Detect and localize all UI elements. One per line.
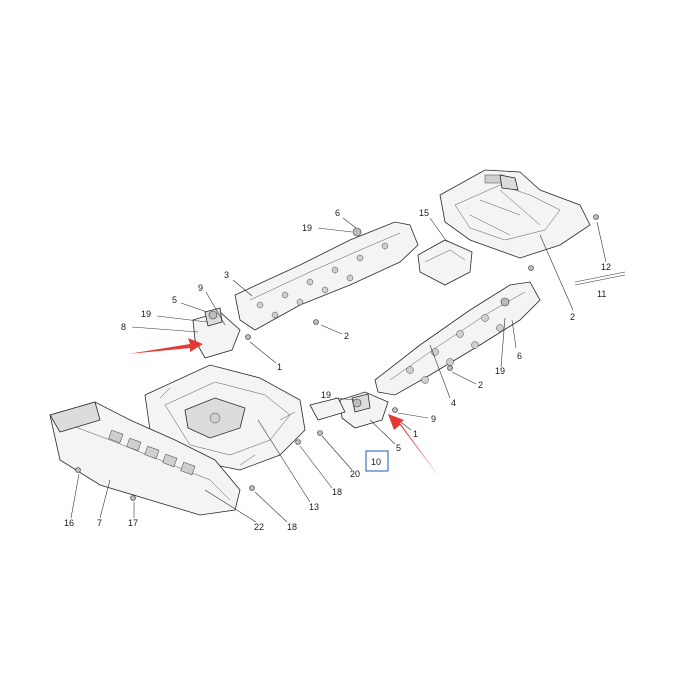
callout-19: 19 (302, 223, 312, 233)
rod-11 (574, 271, 626, 286)
callout-6: 6 (335, 208, 340, 218)
callout-5-b: 5 (396, 443, 401, 453)
callout-20: 20 (350, 469, 360, 479)
front-bumper-shield (49, 401, 241, 516)
right-rail-shield (374, 281, 541, 396)
callout-22: 22 (254, 522, 264, 532)
callout-1-a: 1 (277, 362, 282, 372)
bracket-15 (417, 239, 473, 286)
callout-7: 7 (97, 518, 102, 528)
callout-2-b: 2 (570, 312, 575, 322)
callout-4: 4 (451, 398, 456, 408)
left-bracket (192, 307, 241, 359)
callout-3: 3 (224, 270, 229, 280)
callout-12: 12 (601, 262, 611, 272)
callout-17: 17 (128, 518, 138, 528)
callout-16: 16 (64, 518, 74, 528)
callout-2-a: 2 (344, 331, 349, 341)
callout-19-b: 19 (141, 309, 151, 319)
plate-20 (309, 397, 346, 421)
callout-5: 5 (172, 295, 177, 305)
callout-labels: 19 6 15 3 9 5 19 8 2 1 12 11 2 6 19 2 4 … (64, 208, 611, 532)
callout-15: 15 (419, 208, 429, 218)
center-bracket (339, 391, 389, 429)
callout-19-d: 19 (321, 390, 331, 400)
callout-18-a: 18 (332, 487, 342, 497)
callout-9-b: 9 (431, 414, 436, 424)
leader-lines (70, 217, 607, 523)
fasteners (75, 214, 599, 501)
callout-6-b: 6 (517, 351, 522, 361)
callout-18-b: 18 (287, 522, 297, 532)
callout-8: 8 (121, 322, 126, 332)
callout-19-c: 19 (495, 366, 505, 376)
callout-13: 13 (309, 502, 319, 512)
red-arrow-right (388, 414, 440, 478)
callout-9: 9 (198, 283, 203, 293)
callout-11: 11 (597, 289, 606, 299)
left-rail-shield (234, 221, 419, 331)
callout-10: 10 (371, 457, 381, 467)
rear-shield (439, 169, 591, 259)
highlight-box-10 (365, 450, 389, 472)
red-arrow-left (128, 338, 203, 354)
callout-1-b: 1 (413, 429, 418, 439)
callout-2-c: 2 (478, 380, 483, 390)
